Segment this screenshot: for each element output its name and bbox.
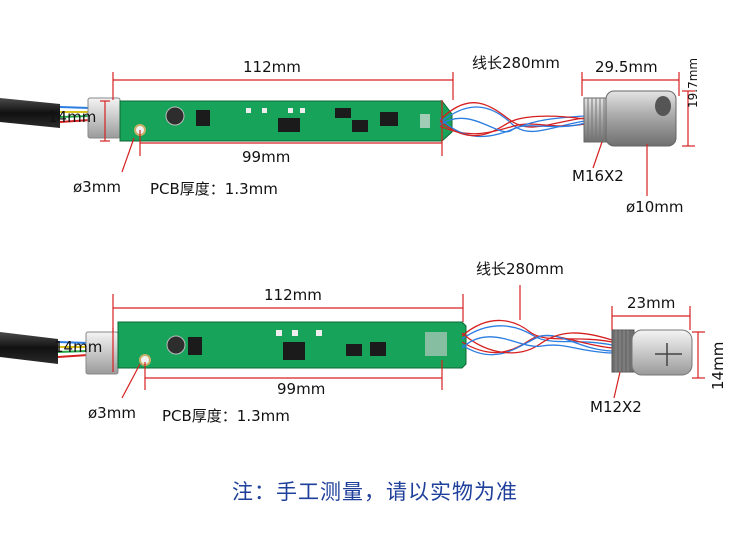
top-sensor-height-label: 19.7mm <box>686 57 700 108</box>
bottom-dimensions <box>112 285 705 399</box>
bottom-components <box>166 330 447 360</box>
bottom-hole-dia-label: ø3mm <box>88 404 136 422</box>
bottom-hole-spacing-label: 99mm <box>277 380 326 398</box>
top-assembly <box>0 90 677 147</box>
bottom-sensor-height-label: 14mm <box>709 341 727 390</box>
top-thread-label: M16X2 <box>572 167 624 185</box>
top-pcb-thickness-label: PCB厚度：1.3mm <box>150 180 278 198</box>
top-pcb-length-label: 112mm <box>243 58 301 76</box>
bottom-sensor <box>611 329 693 376</box>
top-wire-bundle <box>439 102 586 138</box>
bottom-cable <box>0 332 58 364</box>
bottom-pcb-length-label: 112mm <box>264 286 322 304</box>
top-wire-length-label: 线长280mm <box>472 54 560 72</box>
bottom-wire-bundle <box>461 319 613 356</box>
top-cable <box>0 98 60 128</box>
bottom-sensor-length-label: 23mm <box>627 294 676 312</box>
top-components <box>165 106 430 132</box>
bottom-cable-wires <box>57 341 89 358</box>
measurement-note: 注：手工测量，请以实物为准 <box>232 480 518 504</box>
top-sensor-length-label: 29.5mm <box>595 58 658 76</box>
bottom-assembly <box>0 319 693 376</box>
top-hole-dia-label: ø3mm <box>73 178 121 196</box>
top-cable-wires <box>59 106 91 123</box>
bottom-pcb-height-label: 14mm <box>54 338 103 356</box>
bottom-pcb-thickness-label: PCB厚度：1.3mm <box>162 407 290 425</box>
bottom-thread-label: M12X2 <box>590 398 642 416</box>
top-sensor <box>583 90 677 147</box>
top-hole-spacing-label: 99mm <box>242 148 291 166</box>
top-bore-dia-label: ø10mm <box>626 198 684 216</box>
bottom-wire-length-label: 线长280mm <box>476 260 564 278</box>
top-dimensions <box>100 72 695 196</box>
top-pcb-height-label: 14mm <box>48 108 97 126</box>
